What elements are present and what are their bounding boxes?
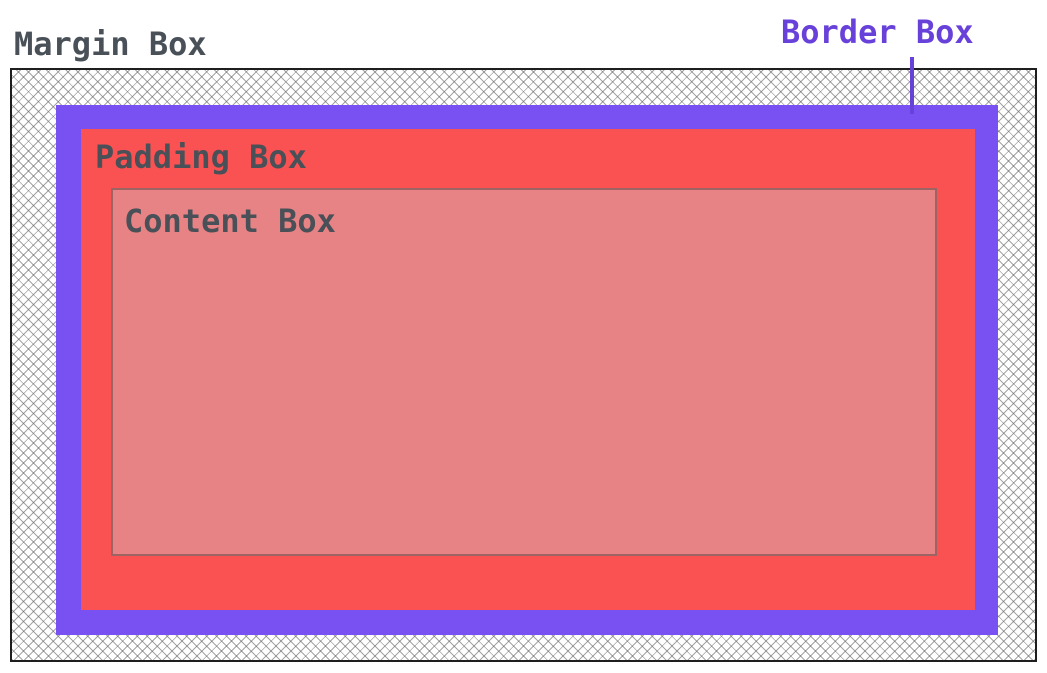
padding-box-label: Padding Box — [95, 138, 307, 176]
content-box-label: Content Box — [124, 202, 336, 240]
border-box-label: Border Box — [781, 13, 974, 51]
content-box — [111, 188, 937, 556]
border-box-pointer-line — [910, 57, 914, 114]
margin-box-label: Margin Box — [14, 25, 207, 63]
